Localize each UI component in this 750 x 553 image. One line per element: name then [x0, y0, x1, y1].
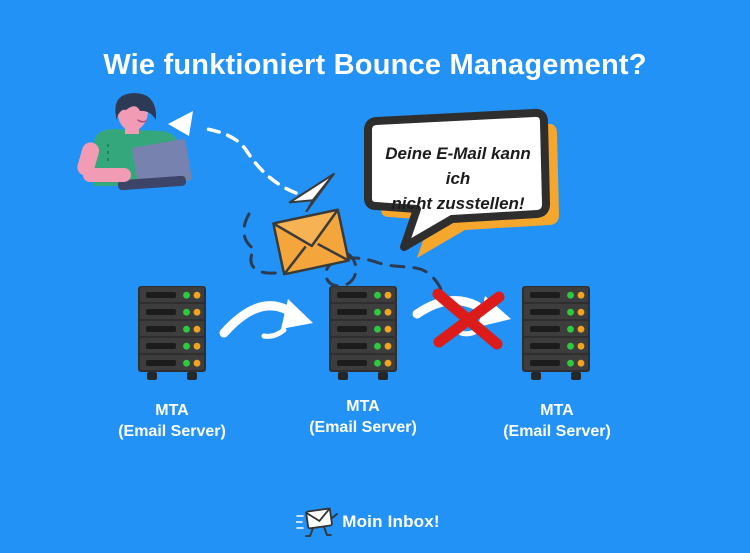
server-label-2: MTA (Email Server) — [278, 397, 448, 439]
server-label-3-subtitle: (Email Server) — [503, 423, 611, 440]
server-label-1-title: MTA — [155, 402, 189, 419]
speech-bubble-text: Deine E-Mail kann ich nicht zusstellen! — [372, 141, 544, 216]
footer-brand-text: Moin Inbox! — [342, 512, 440, 531]
dashed-loop-path — [242, 212, 445, 297]
server-label-2-subtitle: (Email Server) — [309, 419, 417, 436]
speech-bubble-line-2: nicht zusstellen! — [391, 194, 525, 213]
red-x-icon — [432, 288, 505, 350]
footer-brand: Moin Inbox! — [0, 504, 743, 540]
server-label-2-title: MTA — [346, 398, 380, 415]
curved-arrow-icon-forward — [219, 299, 313, 339]
paper-plane-icon — [288, 172, 335, 213]
server-label-1-subtitle: (Email Server) — [118, 423, 226, 440]
curved-arrow-icon-blocked — [412, 296, 511, 337]
server-rack-icon-3 — [522, 286, 590, 380]
running-envelope-logo-icon — [296, 507, 339, 537]
envelope-icon — [272, 208, 350, 276]
server-label-1: MTA (Email Server) — [87, 401, 257, 443]
server-label-3: MTA (Email Server) — [472, 401, 642, 443]
page-title: Wie funktioniert Bounce Management? — [103, 49, 647, 82]
person-at-laptop-illustration — [77, 93, 192, 191]
server-rack-icon-1 — [138, 286, 206, 380]
server-rack-icon-2 — [329, 286, 397, 380]
server-label-3-title: MTA — [540, 402, 574, 419]
arrowhead-icon — [168, 111, 193, 136]
dashed-return-arrow — [168, 111, 298, 195]
speech-bubble-line-1: Deine E-Mail kann ich — [385, 144, 531, 188]
